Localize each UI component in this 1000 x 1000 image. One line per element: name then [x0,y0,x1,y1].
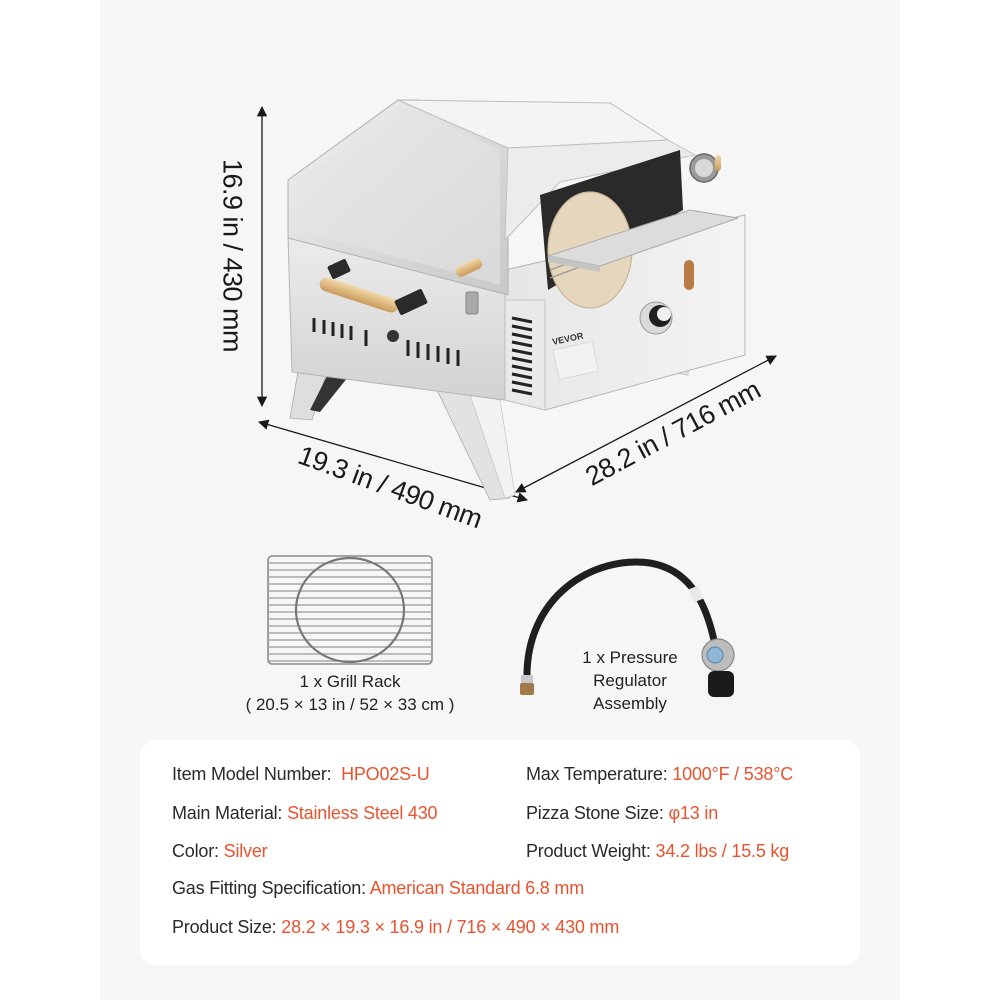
spec-gas-fitting-value: American Standard 6.8 mm [369,878,584,898]
spec-max-temp-value: 1000°F / 538°C [672,764,794,784]
spec-color-label: Color: [172,841,219,861]
pressure-regulator-image [520,558,735,697]
pressure-regulator-line2: Regulator [593,671,667,690]
grill-rack-size: ( 20.5 × 13 in / 52 × 33 cm ) [245,695,455,714]
spec-model-label: Item Model Number: [172,764,332,784]
spec-size-value: 28.2 × 19.3 × 16.9 in / 716 × 490 × 430 … [281,917,620,937]
grill-rack-image [267,555,433,665]
spec-stone-size: Pizza Stone Size: φ13 in [526,803,718,824]
pressure-regulator-line1: 1 x Pressure [582,648,678,667]
spec-size: Product Size: 28.2 × 19.3 × 16.9 in / 71… [172,917,619,938]
spec-card: Item Model Number: HPO02S-U Max Temperat… [140,740,860,965]
spec-material: Main Material: Stainless Steel 430 [172,803,438,824]
spec-gas-fitting: Gas Fitting Specification: American Stan… [172,878,584,899]
grill-rack-caption: 1 x Grill Rack ( 20.5 × 13 in / 52 × 33 … [220,670,480,716]
spec-max-temp: Max Temperature: 1000°F / 538°C [526,764,793,785]
spec-size-label: Product Size: [172,917,277,937]
spec-weight-label: Product Weight: [526,841,651,861]
spec-color-value: Silver [223,841,268,861]
spec-weight: Product Weight: 34.2 lbs / 15.5 kg [526,841,789,862]
grill-rack-title: 1 x Grill Rack [299,672,401,691]
spec-max-temp-label: Max Temperature: [526,764,668,784]
pressure-regulator-line3: Assembly [593,694,667,713]
spec-gas-fitting-label: Gas Fitting Specification: [172,878,366,898]
spec-model: Item Model Number: HPO02S-U [172,764,430,785]
spec-stone-size-value: φ13 in [668,803,719,823]
spec-material-value: Stainless Steel 430 [287,803,438,823]
spec-color: Color: Silver [172,841,268,862]
spec-model-value: HPO02S-U [341,764,430,784]
spec-stone-size-label: Pizza Stone Size: [526,803,664,823]
spec-weight-value: 34.2 lbs / 15.5 kg [655,841,790,861]
spec-material-label: Main Material: [172,803,283,823]
pressure-regulator-caption: 1 x Pressure Regulator Assembly [540,646,720,715]
